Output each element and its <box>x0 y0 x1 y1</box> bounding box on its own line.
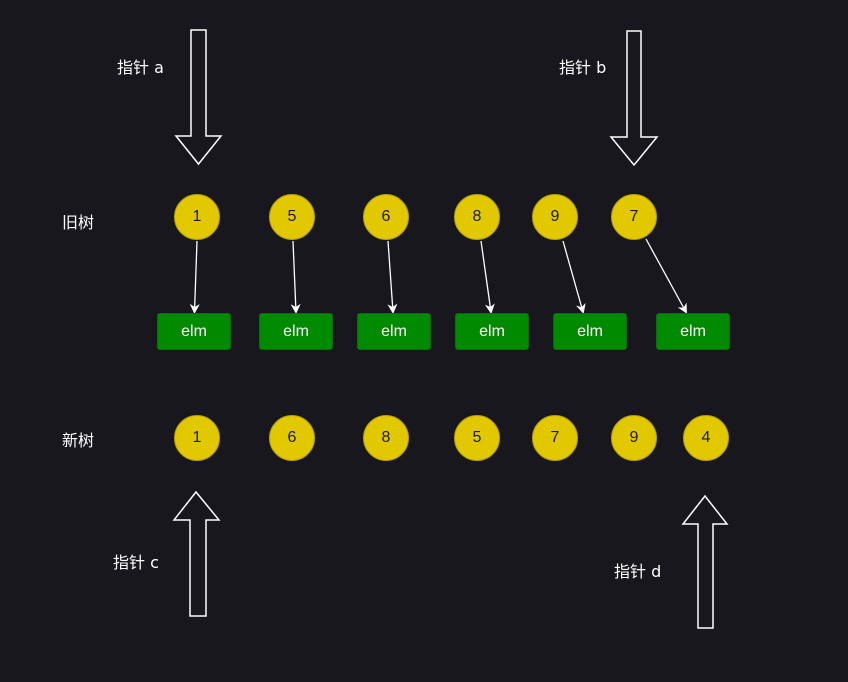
pointer-d-arrow-icon <box>681 494 729 629</box>
old-node: 1 <box>174 194 220 240</box>
pointer-d-label: 指针 d <box>614 562 662 581</box>
elm-box: elm <box>259 313 333 350</box>
connector-6 <box>387 240 398 314</box>
elm-box: elm <box>157 313 231 350</box>
new-node: 4 <box>683 415 729 461</box>
connector-7 <box>645 238 687 314</box>
pointer-c-label: 指针 c <box>113 553 159 572</box>
elm-box: elm <box>553 313 627 350</box>
elm-box: elm <box>357 313 431 350</box>
pointer-a-arrow-icon <box>174 29 223 166</box>
old-node: 6 <box>363 194 409 240</box>
pointer-a-label: 指针 a <box>117 58 164 77</box>
new-node: 6 <box>269 415 315 461</box>
connector-9 <box>562 240 586 314</box>
old-node: 5 <box>269 194 315 240</box>
old-node: 9 <box>532 194 578 240</box>
connector-5 <box>290 240 301 314</box>
pointer-b-arrow-icon <box>609 30 659 167</box>
new-node: 7 <box>532 415 578 461</box>
new-tree-label: 新树 <box>62 431 95 450</box>
new-node: 8 <box>363 415 409 461</box>
elm-box: elm <box>656 313 730 350</box>
old-tree-label: 旧树 <box>62 213 95 232</box>
old-node: 8 <box>454 194 500 240</box>
pointer-b-label: 指针 b <box>559 58 607 77</box>
connector-1 <box>189 240 200 314</box>
connector-8 <box>480 240 495 314</box>
elm-box: elm <box>455 313 529 350</box>
pointer-c-arrow-icon <box>172 490 221 617</box>
new-node: 5 <box>454 415 500 461</box>
new-node: 9 <box>611 415 657 461</box>
old-node: 7 <box>611 194 657 240</box>
new-node: 1 <box>174 415 220 461</box>
